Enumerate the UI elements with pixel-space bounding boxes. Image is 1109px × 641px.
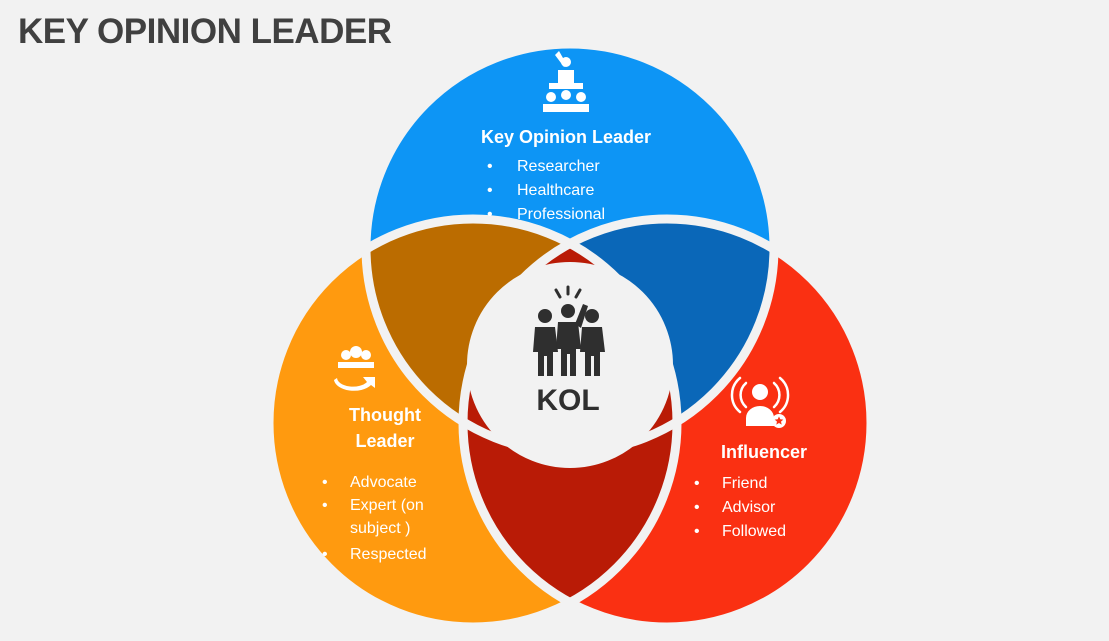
left-item-4: Respected	[350, 546, 427, 563]
outline-right	[458, 214, 876, 632]
left-item-1: Advocate	[350, 474, 417, 491]
right-items: • Friend • Advisor • Followed	[694, 475, 786, 540]
right-item-1: Friend	[722, 475, 767, 492]
speaker-podium-icon	[543, 51, 589, 112]
left-items: • Advocate • Expert (on subject ) • Resp…	[322, 474, 427, 563]
influencer-broadcast-icon	[730, 376, 790, 428]
left-bullet-1: •	[322, 474, 328, 491]
people-exchange-icon	[334, 346, 375, 391]
group-pointing-icon	[533, 285, 605, 376]
outline-left	[264, 214, 682, 632]
center-label: KOL	[536, 384, 599, 417]
top-bullet-3: •	[487, 206, 493, 223]
top-title: Key Opinion Leader	[481, 127, 651, 147]
right-bullet-2: •	[694, 499, 700, 516]
top-item-3: Professional	[517, 206, 605, 223]
left-title-line-1: Thought	[349, 405, 421, 425]
left-bullet-4: •	[322, 546, 328, 563]
left-title-line-2: Leader	[355, 431, 414, 451]
right-bullet-1: •	[694, 475, 700, 492]
top-items: • Researcher • Healthcare • Professional	[487, 158, 605, 223]
top-bullet-1: •	[487, 158, 493, 175]
right-item-2: Advisor	[722, 499, 776, 516]
left-item-2: Expert (on	[350, 497, 424, 514]
top-item-1: Researcher	[517, 158, 600, 175]
left-item-3: subject )	[350, 520, 410, 537]
left-bullet-2: •	[322, 497, 328, 514]
top-bullet-2: •	[487, 182, 493, 199]
right-bullet-3: •	[694, 523, 700, 540]
top-item-2: Healthcare	[517, 182, 594, 199]
page-title: KEY OPINION LEADER	[18, 12, 392, 51]
right-title: Influencer	[721, 442, 807, 462]
right-item-3: Followed	[722, 523, 786, 540]
